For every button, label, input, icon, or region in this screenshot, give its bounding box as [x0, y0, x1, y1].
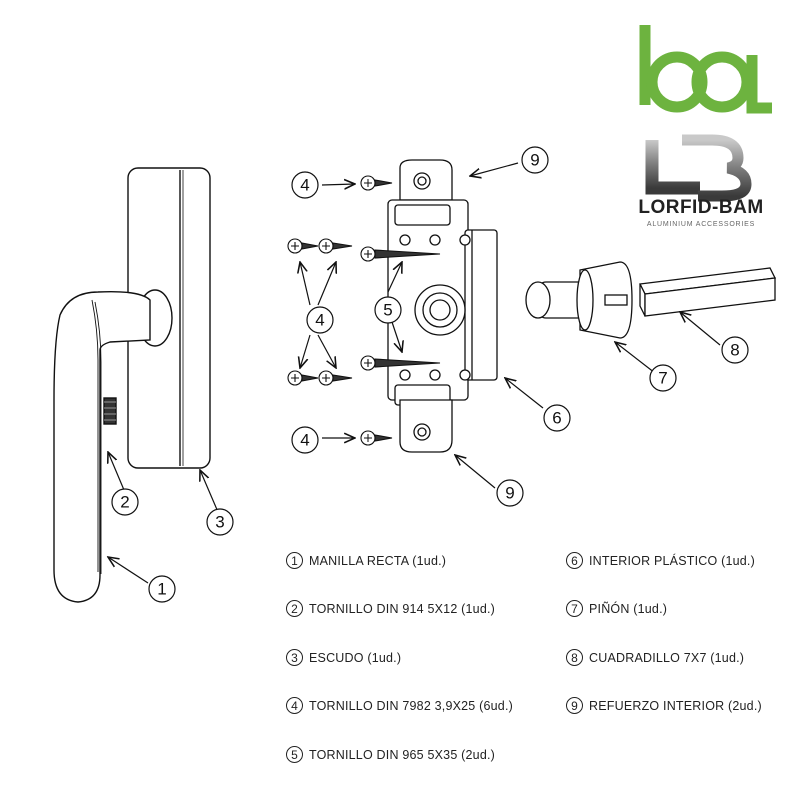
callout-8: 8 [730, 341, 739, 360]
leader-lines [108, 162, 721, 584]
brand-green-logo [639, 25, 772, 114]
legend-number: 4 [286, 697, 303, 714]
long-screw-top [360, 246, 441, 262]
legend-number: 9 [566, 697, 583, 714]
set-screw [103, 397, 117, 425]
legend-label: TORNILLO DIN 965 5X35 (2ud.) [309, 747, 496, 762]
callout-6: 6 [552, 409, 561, 428]
screw-top [360, 175, 393, 191]
legend-label: MANILLA RECTA (1ud.) [309, 553, 447, 568]
legend-label: INTERIOR PLÁSTICO (1ud.) [589, 553, 755, 568]
pinion [525, 261, 633, 339]
legend-item-2: 2 TORNILLO DIN 914 5X12 (1ud.) [286, 600, 495, 617]
square-spindle [639, 267, 776, 317]
brand-tagline: ALUMINIUM ACCESSORIES [647, 221, 755, 228]
legend-number: 6 [566, 552, 583, 569]
handle-lever [53, 290, 151, 603]
brand-name: LORFID-BAM [638, 197, 763, 218]
legend-label: TORNILLO DIN 914 5X12 (1ud.) [309, 601, 496, 616]
legend-label: ESCUDO (1ud.) [309, 650, 402, 665]
screws [287, 175, 441, 446]
legend-item-3: 3 ESCUDO (1ud.) [286, 649, 401, 666]
legend-number: 5 [286, 746, 303, 763]
callout-4-mid: 4 [315, 311, 324, 330]
legend-item-1: 1 MANILLA RECTA (1ud.) [286, 552, 446, 569]
callout-2: 2 [120, 493, 129, 512]
legend-label: TORNILLO DIN 7982 3,9X25 (6ud.) [309, 698, 513, 713]
screw-group-bottom [287, 370, 353, 386]
legend-item-5: 5 TORNILLO DIN 965 5X35 (2ud.) [286, 746, 495, 763]
callouts: 1 2 3 4 4 4 5 6 7 8 9 9 [111, 146, 749, 603]
long-screw-bottom [360, 355, 441, 371]
callout-5: 5 [383, 301, 392, 320]
legend-item-7: 7 PIÑÓN (1ud.) [566, 600, 667, 617]
callout-4-top: 4 [300, 176, 309, 195]
legend-item-6: 6 INTERIOR PLÁSTICO (1ud.) [566, 552, 755, 569]
handle-assembly [53, 167, 211, 603]
legend-label: PIÑÓN (1ud.) [589, 601, 668, 616]
legend-number: 8 [566, 649, 583, 666]
callout-9-top: 9 [530, 151, 539, 170]
legend-number: 1 [286, 552, 303, 569]
screw-bottom [360, 430, 393, 446]
legend-label: CUADRADILLO 7X7 (1ud.) [589, 650, 745, 665]
callout-9-bottom: 9 [505, 484, 514, 503]
legend-number: 7 [566, 600, 583, 617]
legend-item-8: 8 CUADRADILLO 7X7 (1ud.) [566, 649, 744, 666]
callout-7: 7 [658, 369, 667, 388]
legend-number: 2 [286, 600, 303, 617]
legend-number: 3 [286, 649, 303, 666]
legend-label: REFUERZO INTERIOR (2ud.) [589, 698, 762, 713]
callout-3: 3 [215, 513, 224, 532]
callout-1: 1 [157, 580, 166, 599]
screw-group-top [287, 238, 353, 254]
brand-lb-mark [645, 134, 752, 202]
inner-mechanism [387, 159, 498, 453]
legend-item-4: 4 TORNILLO DIN 7982 3,9X25 (6ud.) [286, 697, 513, 714]
callout-4-bottom: 4 [300, 431, 309, 450]
legend-item-9: 9 REFUERZO INTERIOR (2ud.) [566, 697, 762, 714]
